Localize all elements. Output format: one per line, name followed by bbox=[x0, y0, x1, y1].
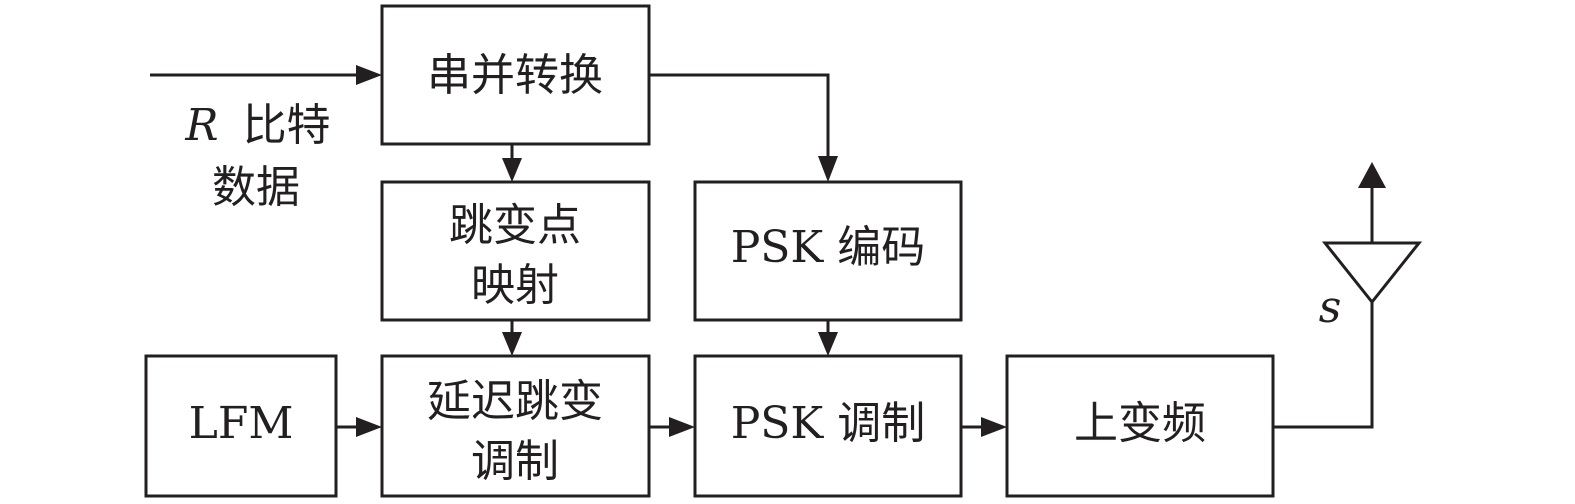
input-symbol: R bbox=[184, 100, 218, 151]
arrow-lfm-to-delay-hop-mod bbox=[336, 417, 382, 437]
arrow-input-to-serial-parallel bbox=[150, 65, 382, 85]
arrow-psk-mod-to-upconvert bbox=[961, 417, 1007, 437]
psk-encode-label: PSK 编码 bbox=[731, 222, 926, 273]
arrow-serial-parallel-to-hop-map bbox=[502, 144, 522, 182]
arrow-delay-hop-mod-to-psk-mod bbox=[649, 417, 695, 437]
input-line2: 数据 bbox=[212, 162, 300, 213]
antenna-icon bbox=[1321, 162, 1423, 305]
lfm-block: LFM bbox=[144, 354, 338, 498]
upconvert-block: 上变频 bbox=[1005, 354, 1275, 498]
delay-hop-mod-label-line1: 延迟跳变 bbox=[427, 376, 603, 427]
hop-point-map-block: 跳变点 映射 bbox=[380, 180, 651, 322]
hop-point-map-label-line1: 跳变点 bbox=[449, 200, 581, 251]
svg-text:R 比特: R 比特 bbox=[184, 100, 330, 151]
serial-parallel-label: 串并转换 bbox=[427, 50, 603, 101]
delay-hop-mod-block: 延迟跳变 调制 bbox=[380, 354, 651, 498]
input-label: R 比特 数据 bbox=[184, 100, 330, 213]
arrow-hop-map-to-delay-hop-mod bbox=[502, 320, 522, 356]
wire-upconvert-to-antenna bbox=[1273, 302, 1374, 429]
psk-mod-label: PSK 调制 bbox=[731, 398, 926, 449]
psk-encode-block: PSK 编码 bbox=[693, 180, 963, 322]
delay-hop-mod-label-line2: 调制 bbox=[471, 436, 559, 487]
output-signal-label: s bbox=[1319, 282, 1342, 333]
psk-mod-block: PSK 调制 bbox=[693, 354, 963, 498]
input-line1: 比特 bbox=[243, 100, 331, 151]
serial-parallel-block: 串并转换 bbox=[380, 4, 651, 146]
arrow-psk-encode-to-psk-mod bbox=[818, 320, 838, 356]
hop-point-map-label-line2: 映射 bbox=[471, 260, 559, 311]
arrow-serial-parallel-to-psk-encode bbox=[649, 73, 838, 182]
upconvert-label: 上变频 bbox=[1074, 398, 1206, 449]
lfm-label: LFM bbox=[189, 398, 294, 449]
